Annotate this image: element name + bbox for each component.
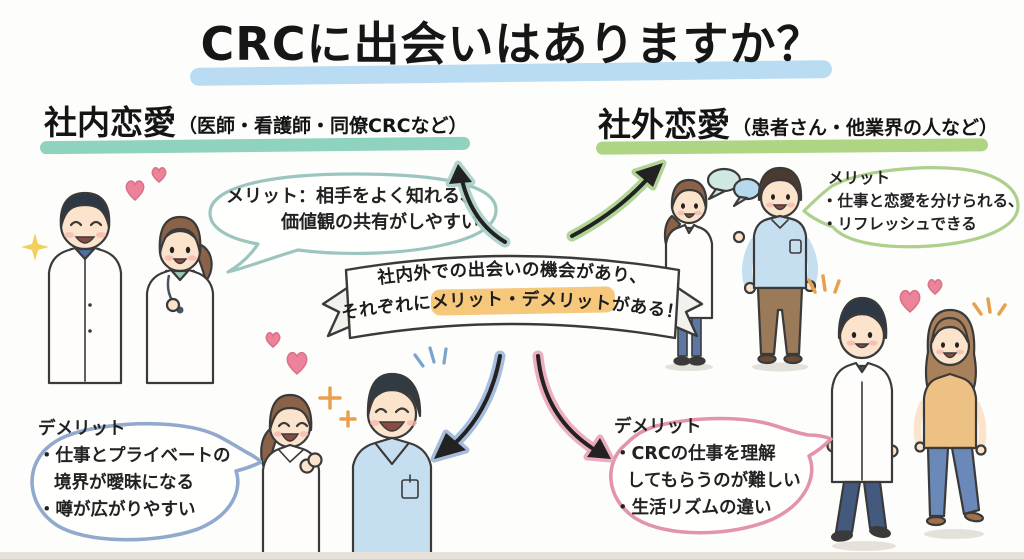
heart-icon	[286, 351, 308, 376]
merit-bubble-internal-outline	[208, 172, 498, 274]
chat-bubble-icon	[732, 177, 762, 201]
heading-internal-note: （医師・看護師・同僚CRCなど）	[178, 115, 468, 137]
demerit-bubble-internal: デメリット ・仕事とプライベートの 境界が曖昧になる ・噂が広がりやすい	[38, 419, 231, 520]
heart-icon	[151, 167, 167, 183]
sparkle-icon	[318, 386, 357, 428]
heart-icon	[927, 279, 943, 295]
sparkle-icon	[21, 233, 49, 261]
heading-external-text: 社外恋愛	[598, 105, 730, 144]
character-walking-couple	[807, 274, 1007, 551]
demerit-bubble-internal-outline	[30, 421, 262, 542]
paper-edge	[0, 552, 1024, 559]
heart-icon	[265, 332, 281, 348]
demerit-bubble-external: デメリット ・CRCの仕事を理解 してもらうのが難しい ・生活リズムの違い	[614, 417, 801, 518]
banner-ribbon: 社内外での出会いの機会があり、 それぞれにメリット・デメリットがある！	[321, 254, 704, 340]
heart-icon	[899, 289, 921, 314]
banner-phrase-highlight	[430, 286, 616, 316]
page-title-block: CRCに出会いはありますか？	[0, 8, 1024, 86]
heading-internal-love: 社内恋愛 （医師・看護師・同僚CRCなど）	[44, 106, 468, 139]
heart-icon	[125, 180, 145, 201]
heading-external-love: 社外恋愛 （患者さん・他業界の人など）	[598, 108, 998, 141]
heading-external-note: （患者さん・他業界の人など）	[732, 117, 999, 139]
heading-internal-text: 社内恋愛	[44, 103, 176, 142]
arrow-down-left-icon	[430, 350, 506, 463]
character-internal-couple	[21, 167, 215, 385]
emphasis-lines-icon	[413, 346, 448, 368]
merit-bubble-external-outline	[802, 166, 1020, 249]
banner-arrows	[430, 159, 667, 463]
arrow-up-right-icon	[566, 159, 667, 242]
demerit-bubble-external-outline	[609, 416, 833, 535]
sparkle-icon	[972, 297, 1007, 316]
merit-bubble-external: メリット ・仕事と恋愛を分けられる、 ・リフレッシュできる	[822, 169, 1024, 233]
arrow-down-right-icon	[532, 350, 615, 463]
sparkle-icon	[807, 274, 841, 294]
page-title: CRCに出会いはありますか？	[200, 17, 824, 71]
arrow-up-left-icon	[445, 160, 511, 248]
merit-bubble-internal: メリット：相手をよく知れる、 価値観の共有がしやすい	[226, 186, 479, 233]
character-happy-couple	[260, 332, 448, 559]
